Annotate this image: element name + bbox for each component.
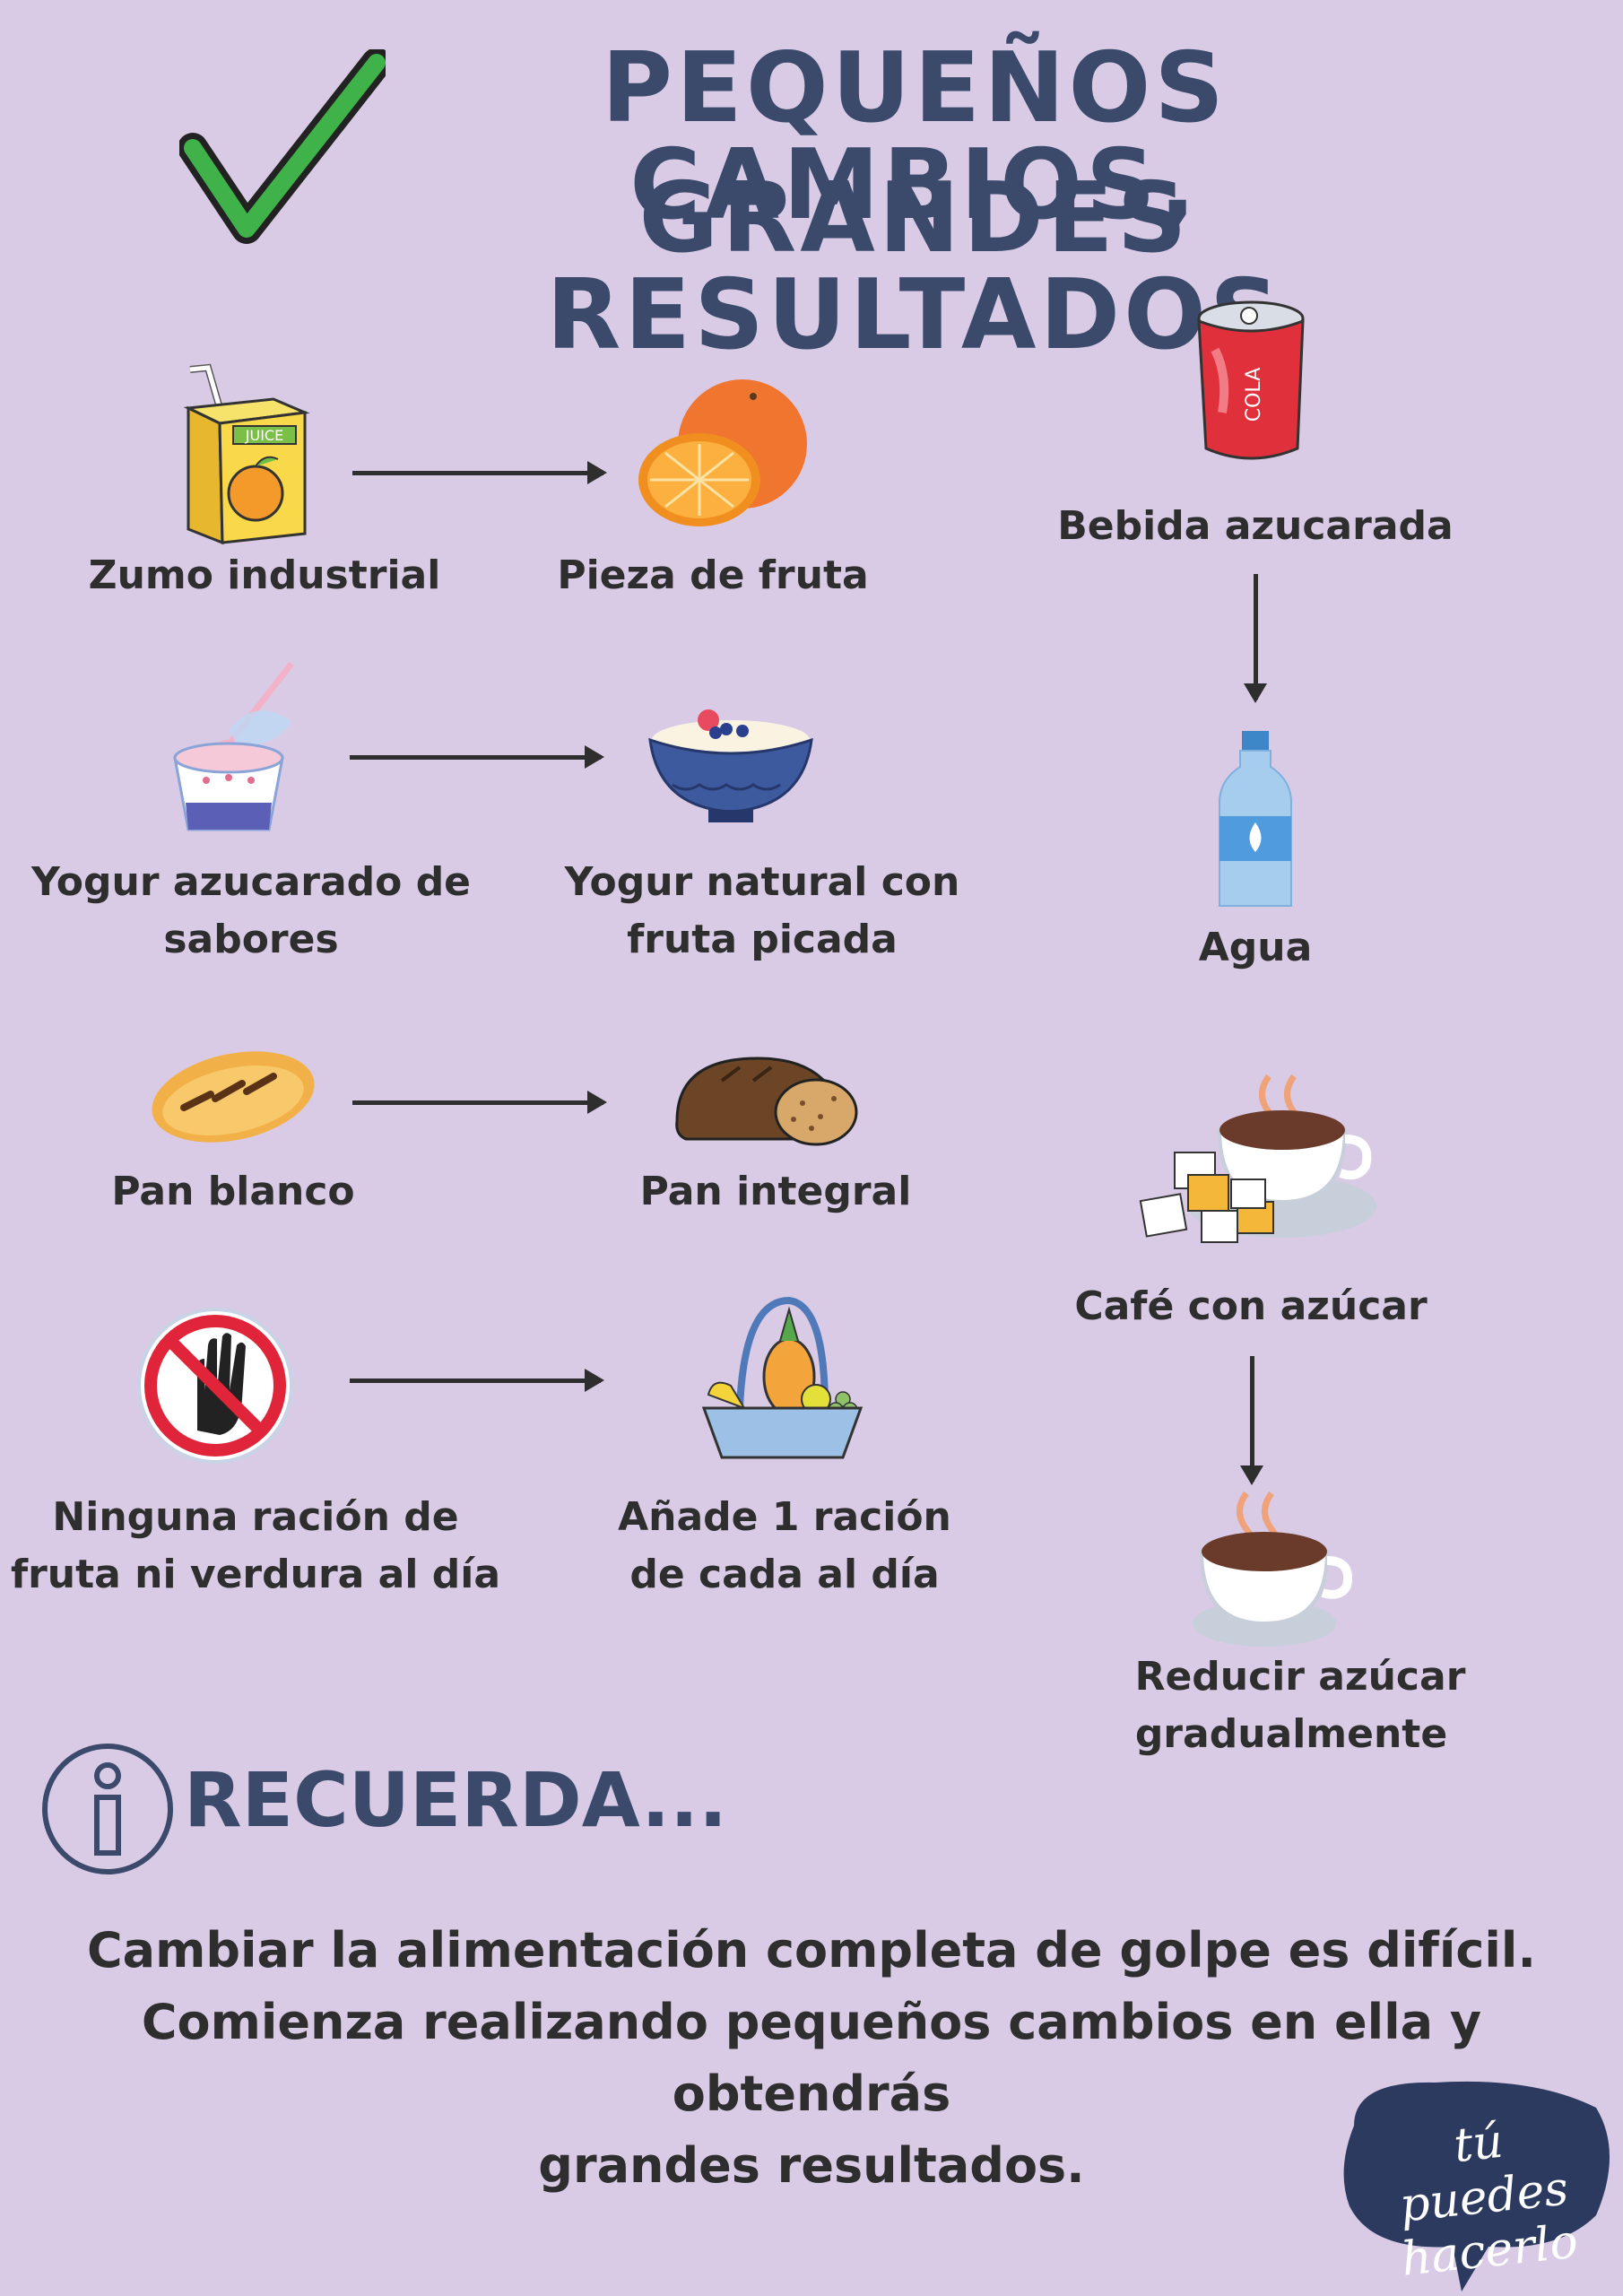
label-yogur-natural-2: fruta picada [627, 917, 898, 962]
label-cafe-con-azucar: Café con azúcar [1074, 1283, 1428, 1329]
brand-logo-text: tú puedes hacerlo [1368, 2106, 1600, 2289]
remember-line1: Cambiar la alimentación completa de golp… [87, 1922, 1536, 1979]
arrow-soda-to-water [1244, 574, 1267, 703]
label-anade-racion-1: Añade 1 ración [618, 1494, 951, 1540]
orange-icon [638, 379, 807, 526]
prohibited-icon [137, 1308, 293, 1464]
label-yogur-azucarado-2: sabores [163, 917, 339, 962]
label-pan-blanco: Pan blanco [111, 1169, 355, 1214]
checkmark-icon [179, 49, 386, 244]
label-bebida-azucarada: Bebida azucarada [1057, 503, 1454, 549]
page-title-line1: PEQUEÑOS CAMBIOS, [601, 32, 1228, 241]
remember-line2: Comienza realizando pequeños cambios en … [141, 1994, 1482, 2122]
fruit-basket-icon [701, 1296, 864, 1459]
arrow-bread-to-whole [352, 1091, 607, 1114]
water-bottle-icon [1219, 731, 1292, 907]
juice-box-icon: JUICE [183, 363, 310, 545]
label-anade-racion-2: de cada al día [629, 1552, 940, 1597]
label-ninguna-racion-2: fruta ni verdura al día [10, 1552, 501, 1597]
page-title-line2: GRANDES RESULTADOS [546, 162, 1283, 371]
white-bread-icon [152, 1051, 315, 1143]
label-yogur-azucarado-1: Yogur azucarado de [30, 859, 472, 905]
label-pieza-de-fruta: Pieza de fruta [557, 552, 869, 598]
label-reducir-azucar-2: gradualmente [1134, 1711, 1448, 1757]
arrow-yogurt-to-natural [350, 745, 604, 769]
label-yogur-natural-1: Yogur natural con [564, 859, 960, 905]
coffee-with-sugar-icon [1139, 1074, 1376, 1243]
brand-speech-bubble [1343, 2081, 1610, 2292]
sweet-yogurt-icon [173, 661, 294, 831]
arrow-none-to-basket [350, 1369, 604, 1392]
remember-text: Cambiar la alimentación completa de golp… [18, 1915, 1605, 2202]
whole-bread-icon [675, 1057, 858, 1146]
arrow-coffee-to-less-sugar [1240, 1356, 1263, 1485]
remember-heading: RECUERDA... [184, 1756, 728, 1844]
svg-text:JUICE: JUICE [245, 427, 283, 444]
yogurt-bowl-icon [648, 709, 813, 822]
soda-can-icon: COLA [1197, 300, 1305, 460]
info-icon [42, 1744, 173, 1874]
label-ninguna-racion-1: Ninguna ración de [52, 1494, 459, 1540]
label-reducir-azucar-1: Reducir azúcar [1134, 1654, 1466, 1700]
label-pan-integral: Pan integral [639, 1169, 912, 1214]
arrow-juice-to-fruit [352, 461, 607, 484]
svg-text:COLA: COLA [1243, 368, 1265, 422]
remember-line3: grandes resultados. [538, 2137, 1085, 2194]
coffee-cup-icon [1193, 1491, 1352, 1647]
label-agua: Agua [1198, 925, 1313, 970]
label-zumo-industrial: Zumo industrial [88, 552, 441, 598]
